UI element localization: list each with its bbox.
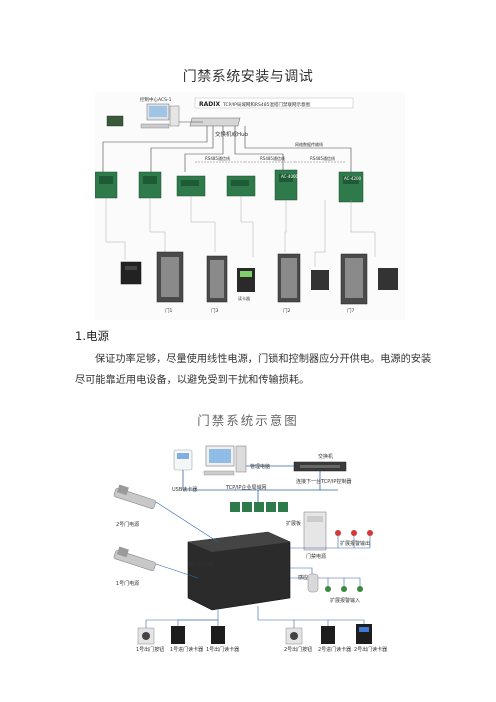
alarm-input-label: 扩展报警输入: [330, 598, 361, 604]
exit-reader-2: [356, 624, 372, 644]
bottom-label-4: 2号出门按钮: [284, 647, 313, 653]
electric-lock-2: [113, 484, 156, 509]
next-controller-label: 连接下一台TCP/IP控制器: [296, 479, 352, 485]
bottom-label-3: 1号出门读卡器: [206, 647, 240, 653]
section-heading: 1.电源: [75, 329, 109, 343]
bottom-label-1: 1号出门按钮: [136, 647, 165, 653]
hub-label: 交换机或Hub: [215, 130, 249, 138]
rs485-label-3: RS485通信线: [310, 155, 335, 161]
exit-button-1: [137, 627, 155, 645]
controller-board-3: [176, 175, 206, 197]
keypad-3: [378, 268, 398, 290]
bottom-label-5: 2号进门读卡器: [318, 647, 352, 653]
power-box-icon: [303, 511, 327, 551]
door-label-2: 门2: [283, 307, 290, 314]
controller-board-2: [138, 171, 162, 199]
expander-boards: [230, 502, 288, 512]
door-label-1: 门1: [165, 307, 172, 314]
door-2: [277, 253, 301, 303]
tcpip-label: TCP/IP企业局域网: [226, 485, 267, 491]
sensor-icon: [307, 573, 319, 593]
controller-board-6: [338, 171, 364, 203]
usb-reader-icon: [173, 449, 193, 471]
power-box-label: 门禁电源: [306, 554, 327, 560]
controller-board-4: [226, 175, 256, 197]
access-control-schematic: [113, 445, 373, 645]
figure2-title: 门禁系统示意图: [197, 413, 299, 428]
mgmt-center-label: 控制中心ACS-1: [140, 96, 172, 103]
switch-icon: [293, 461, 347, 472]
exit-button-2: [285, 627, 303, 645]
rs485-label-2: RS485通信线: [260, 155, 285, 161]
usb-reader-label: USB读卡器: [172, 487, 198, 493]
net-label: 网络数据传输线: [295, 141, 323, 147]
controller-board-1: [95, 171, 118, 199]
page-title: 门禁系统安装与调试: [182, 69, 314, 85]
alarm-output-leds: [335, 530, 373, 536]
door-7: [340, 253, 368, 305]
bottom-label-6: 2号出门读卡器: [354, 647, 388, 653]
exit-reader-1: [211, 626, 225, 644]
alarm-output-label: 扩展报警输出: [340, 541, 371, 547]
reader-label: 读卡器: [238, 295, 250, 301]
lock2-label: 2号门电源: [116, 522, 140, 528]
switch-label: 交换机: [318, 454, 334, 460]
main-controller-box: [187, 531, 291, 611]
sensor-label: 感应: [298, 575, 309, 581]
section-paragraph: 保证功率足够，尽量使用线性电源，门锁和控制器应分开供电。电源的安装尽可能靠近用电…: [75, 354, 432, 386]
ctrl-label-3: AC-4000: [281, 174, 299, 179]
bottom-label-2: 1号进门读卡器: [170, 647, 204, 653]
keypad-1: [120, 261, 142, 285]
lock1-label: 1号门电源: [116, 581, 140, 587]
entry-reader-1: [171, 626, 185, 644]
door-label-3: 门3: [211, 307, 218, 314]
door-label-7: 门7: [347, 307, 354, 314]
electric-lock-1: [113, 546, 156, 571]
door-3: [206, 255, 228, 303]
banner-brand: RADIX: [199, 101, 220, 108]
entry-reader-2: [321, 626, 335, 644]
alarm-input-leds: [325, 586, 363, 592]
controller-label: 主门控制器: [188, 562, 214, 568]
expander-label: 扩展板: [286, 521, 302, 527]
door-1: [156, 251, 184, 303]
rs485-label-1: RS485通信线: [205, 155, 230, 161]
ctrl-label-4: AC-4200: [344, 176, 362, 181]
mgmt-pc-label: 管理电脑: [250, 464, 271, 470]
management-pc-icon: [203, 445, 247, 476]
banner-text: TCP/IP局域网和RS485混搭门禁联网示意图: [222, 101, 310, 108]
network-diagram-figure: RADIX TCP/IP局域网和RS485混搭门禁联网示意图 控制中心ACS-1…: [95, 92, 405, 320]
keypad-2: [311, 270, 329, 290]
reader-device: [237, 268, 255, 292]
